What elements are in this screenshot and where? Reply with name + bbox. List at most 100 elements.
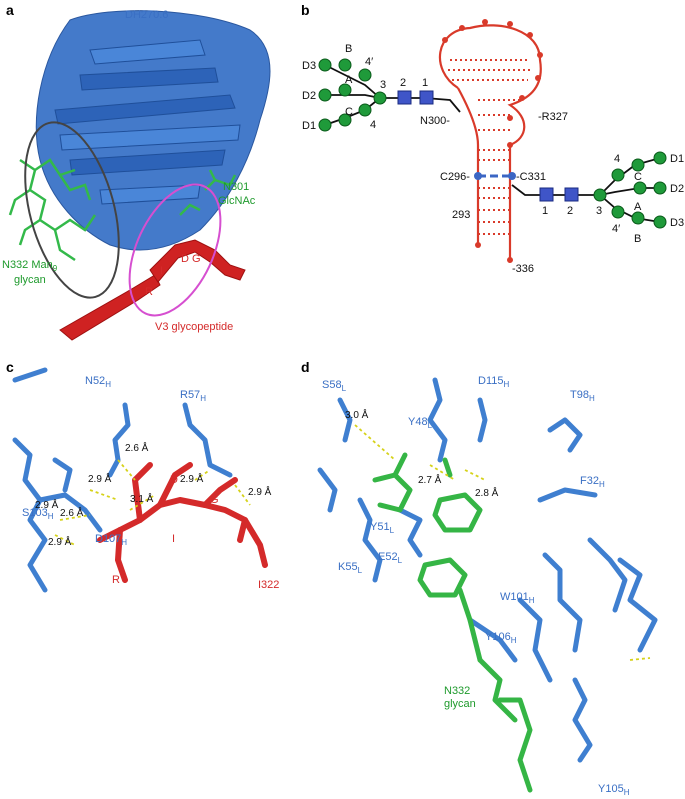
panel-c-red-sticks [97,462,268,583]
k55-label: K55L [338,561,363,575]
right-4prime: 4′ [612,223,620,235]
dist-c-6: 2.9 Å [35,498,59,511]
res-r-label: R [112,574,120,586]
panel-c: c N52H R57H S103H D10 [6,359,279,593]
n332-label-line2: glycan [14,274,46,286]
panel-b-letter: b [301,2,310,18]
panel-a-letter: a [6,2,14,18]
antibody-ribbon [35,10,271,251]
right-d2: D2 [670,183,684,195]
c331-label: -C331 [516,171,546,183]
y51-label: Y51L [370,521,395,535]
right-d1: D1 [670,153,684,165]
n52-label: N52H [85,375,111,389]
right-c: C [634,171,642,183]
dist-d-1: 3.0 Å [345,408,369,421]
panel-d: d [301,359,658,797]
left-3: 3 [380,79,386,91]
c296-label: C296- [440,171,470,183]
res-g-label: G [210,494,219,506]
panel-d-glycan-sticks [372,452,533,793]
left-4: 4 [370,119,376,131]
left-glycan-mannose [318,58,387,132]
dist-c-1: 2.6 Å [125,441,149,454]
dist-c-7: 2.6 Å [60,506,84,519]
right-3: 3 [596,205,602,217]
left-glycan-tree [324,64,461,126]
right-d3: D3 [670,217,684,229]
left-a: A [345,74,353,86]
v3-ellipse [128,183,222,317]
right-glycan-glcnac [539,187,579,202]
v3-residue-i: I [160,265,163,277]
right-a: A [634,201,642,213]
panel-d-letter: d [301,359,310,375]
left-1: 1 [422,77,428,89]
res-i-label: I [172,533,175,545]
left-d3: D3 [302,60,316,72]
right-b: B [634,233,641,245]
right-4: 4 [614,153,620,165]
dist-c-2: 2.9 Å [88,472,112,485]
d-n332-label-1: N332 [444,685,470,697]
res-293-label: 293 [452,209,470,221]
dist-c-5: 2.9 Å [248,485,272,498]
v3-residue-d: D [181,253,189,265]
panel-c-blue-sticks [12,367,233,593]
v3-residue-g: G [192,253,201,265]
y48-label: Y48L [408,416,433,430]
n301-glcnac-sticks [179,169,237,216]
panel-d-blue-sticks [317,377,658,763]
e52-label: E52L [378,551,403,565]
res-d-label: D [170,474,178,486]
right-2: 2 [567,205,573,217]
panel-a: a DH270.6 [2,2,271,341]
d-n332-label-2: glycan [444,698,476,710]
w101-label: W101H [500,591,535,605]
panel-c-letter: c [6,359,14,375]
right-glycan-mannose [593,151,667,229]
v3-residue-dots [442,19,543,263]
panel-d-hbonds [354,424,651,661]
dist-d-2: 2.7 Å [418,473,442,486]
dist-d-3: 2.8 Å [475,486,499,499]
n301-label-line2: GlcNAc [218,195,256,207]
left-4prime: 4′ [365,56,373,68]
t98-label: T98H [570,389,595,403]
s103-label: S103H [22,507,54,521]
left-c: C [345,106,353,118]
res-336-label: -336 [512,263,534,275]
left-2: 2 [400,77,406,89]
y105-label: Y105H [598,783,630,797]
right-1: 1 [542,205,548,217]
d107-label: D107H [95,533,127,547]
n332-ellipse [24,121,120,299]
c296-dot [474,172,482,180]
v3-residue-r: R [145,286,153,298]
c331-dot [508,172,516,180]
r327-label: -R327 [538,111,568,123]
dist-c-4: 3.1 Å [130,492,154,505]
left-glycan-glcnac [397,90,434,105]
y106-label: Y106H [485,631,517,645]
n301-label-line1: N301 [223,181,249,193]
v3-label: V3 glycopeptide [155,321,233,333]
n332-glycan-sticks [8,158,97,262]
antibody-label: DH270.6 [125,9,168,21]
dist-c-8: 2.9 Å [48,535,72,548]
v3-hbond-ladder [448,59,532,235]
d115-label: D115H [478,375,509,389]
panel-c-hbonds [54,459,251,546]
dist-c-3: 2.9 Å [180,472,204,485]
v3-glycopeptide-ribbon [59,239,246,341]
left-d2: D2 [302,90,316,102]
panel-b: b C296- -C3 [301,2,684,275]
left-d1: D1 [302,120,316,132]
f32-label: F32H [580,475,605,489]
n332-label-line1: N332 Man9 [2,259,58,273]
left-b: B [345,43,352,55]
s58-label: S58L [322,379,347,393]
i322-label: I322 [258,579,279,591]
n300-label: N300- [420,115,450,127]
